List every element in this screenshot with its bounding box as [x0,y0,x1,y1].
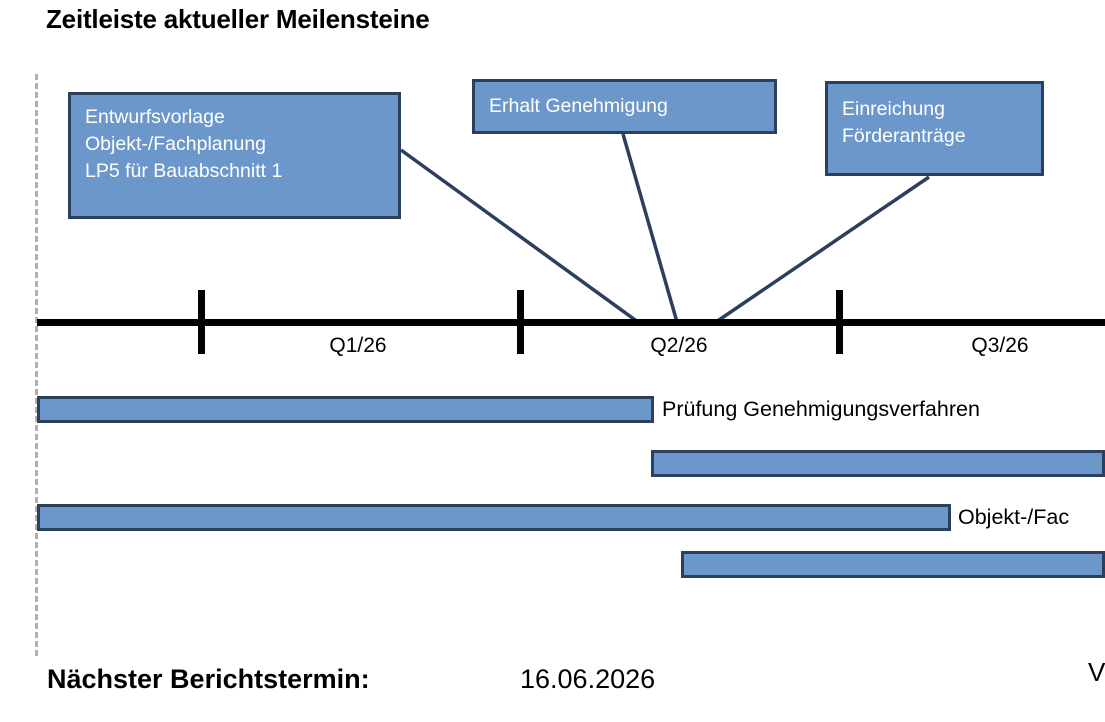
gantt-bar-fourth[interactable] [681,551,1105,578]
milestone-callout-einreichung-foerderantraege[interactable]: Einreichung Förderanträge [825,81,1044,176]
axis-tick-q3-start [836,290,843,354]
gantt-bar-label-pruefung-genehmigungsverfahren: Prüfung Genehmigungsverfahren [662,397,980,421]
axis-tick-q1-start [198,290,205,354]
milestone-callout-erhalt-genehmigung[interactable]: Erhalt Genehmigung [472,79,777,134]
axis-tick-q2-start [517,290,524,354]
footer-edge-clipped-text: V [1088,657,1105,687]
quarter-label-q1: Q1/26 [329,334,387,357]
quarter-label-q2: Q2/26 [650,334,708,357]
leader-line-einreichung-foerderantraege [715,175,930,324]
gantt-bar-second[interactable] [651,450,1105,477]
page-title: Zeitleiste aktueller Meilensteine [46,4,430,34]
gantt-bar-objekt-fachplanung[interactable] [37,504,951,531]
gantt-bar-label-objekt-fachplanung: Objekt-/Fac [958,505,1070,529]
leader-line-erhalt-genehmigung [621,133,679,323]
milestone-callout-entwurfsvorlage[interactable]: Entwurfsvorlage Objekt-/Fachplanung LP5 … [68,92,401,219]
gantt-bar-pruefung-genehmigungsverfahren[interactable] [37,396,654,423]
next-report-date-label: Nächster Berichtstermin: [47,664,370,694]
timeline-axis [37,319,1105,326]
left-guide-dashed-line [35,74,38,656]
next-report-date-value: 16.06.2026 [520,664,656,694]
quarter-label-q3: Q3/26 [971,334,1029,357]
